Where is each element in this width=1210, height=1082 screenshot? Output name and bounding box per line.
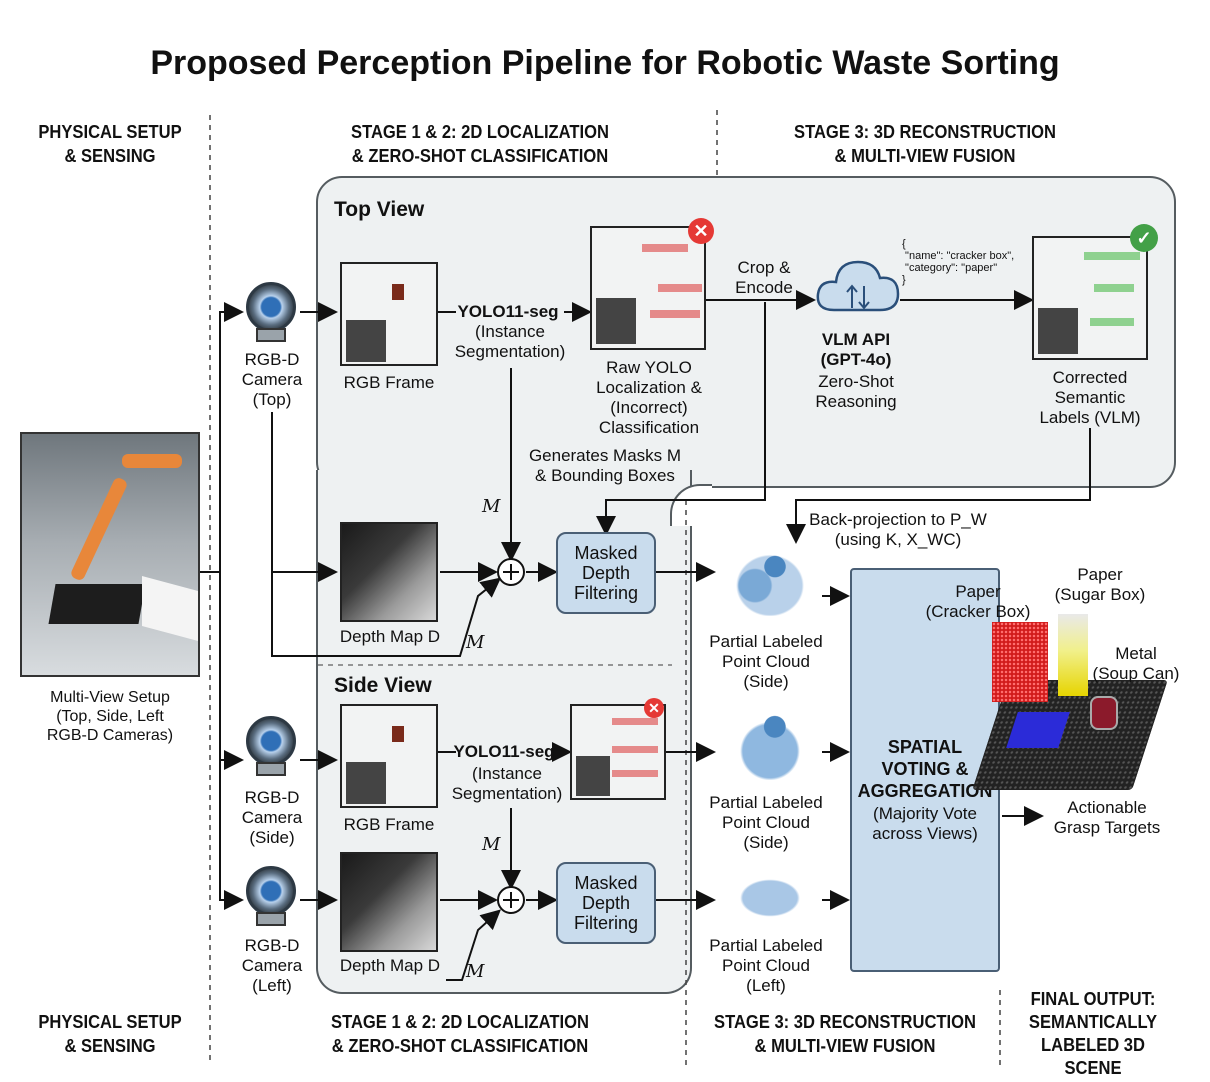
depth-map-top-label: Depth Map D	[339, 627, 441, 646]
incorrect-icon: ✕	[644, 698, 664, 718]
frame-object	[392, 726, 404, 742]
voting-box	[850, 568, 1000, 972]
rgb-frame-top	[340, 262, 438, 366]
label-metal-soup: Metal (Soup Can)	[1092, 644, 1180, 683]
m-label-side2: M	[466, 961, 485, 982]
vlm-title: VLM API (GPT-4o)	[820, 330, 892, 369]
masked-depth-top: Masked Depth Filtering	[556, 532, 656, 614]
bbox-label	[612, 770, 658, 777]
point-cloud-left	[722, 868, 818, 928]
rgb-frame-side-label: RGB Frame	[343, 815, 435, 834]
masked-depth-left: Masked Depth Filtering	[556, 862, 656, 944]
raw-yolo-side-frame	[570, 704, 666, 800]
grasp-targets-label: Actionable Grasp Targets	[1053, 798, 1161, 837]
frame-wall	[596, 298, 636, 344]
camera-icon	[246, 866, 296, 916]
frame-wall	[576, 756, 610, 796]
rgb-frame-top-label: RGB Frame	[343, 373, 435, 392]
column-header-stage12: STAGE 1 & 2: 2D LOCALIZATION & ZERO-SHOT…	[351, 122, 609, 166]
column-header-stage3: STAGE 3: 3D RECONSTRUCTION & MULTI-VIEW …	[794, 122, 1056, 166]
generates-masks-label: Generates Masks M & Bounding Boxes	[528, 446, 682, 485]
column-footer-stage12: STAGE 1 & 2: 2D LOCALIZATION & ZERO-SHOT…	[331, 1012, 589, 1056]
correct-icon: ✓	[1130, 224, 1158, 252]
camera-icon	[246, 716, 296, 766]
depth-map-left-label: Depth Map D	[339, 956, 441, 975]
m-label-side: M	[482, 834, 501, 855]
depth-map-left	[340, 852, 438, 952]
camera-base	[256, 912, 286, 926]
bin-shape	[48, 584, 146, 624]
point-cloud-side-label: Partial Labeled Point Cloud (Side)	[709, 793, 823, 852]
camera-left-label: RGB-D Camera (Left)	[241, 936, 303, 995]
multi-view-setup-image	[20, 432, 200, 677]
point-cloud-side	[722, 704, 818, 780]
bbox-label	[642, 244, 688, 252]
yolo-side-title: YOLO11-seg	[453, 742, 555, 761]
scene-cracker-box	[992, 622, 1048, 702]
frame-wall	[1038, 308, 1078, 354]
camera-left	[246, 866, 296, 932]
column-footer-stage3: STAGE 3: 3D RECONSTRUCTION & MULTI-VIEW …	[714, 1012, 976, 1056]
bbox-label	[1094, 284, 1134, 292]
backprojection-label: Back-projection to P_W (using K, X_WC)	[809, 510, 987, 549]
raw-yolo-frame	[590, 226, 706, 350]
top-view-title: Top View	[334, 198, 425, 221]
camera-side-label: RGB-D Camera (Side)	[241, 788, 303, 847]
robot-arm-shape	[69, 476, 129, 582]
bbox-label	[1090, 318, 1134, 326]
bbox-label	[1084, 252, 1140, 260]
label-paper-cracker: Paper (Cracker Box)	[925, 582, 1031, 621]
voting-title: SPATIAL VOTING & AGGREGATION	[857, 737, 993, 801]
yolo-side-sub: (Instance Segmentation)	[451, 764, 563, 803]
vlm-sub: Zero-Shot Reasoning	[815, 372, 897, 411]
table-shape	[142, 575, 198, 643]
robot-arm-upper	[122, 454, 182, 468]
camera-icon	[246, 282, 296, 332]
frame-object	[392, 284, 404, 300]
camera-side	[246, 716, 296, 782]
diagram-title: Proposed Perception Pipeline for Robotic…	[150, 44, 1060, 82]
column-footer-physical: PHYSICAL SETUP & SENSING	[38, 1012, 182, 1056]
point-cloud-top-label: Partial Labeled Point Cloud (Side)	[709, 632, 823, 691]
rgb-frame-side	[340, 704, 438, 808]
bbox-label	[612, 746, 658, 753]
yolo-top-title: YOLO11-seg	[457, 302, 559, 321]
cloud-icon	[816, 260, 900, 312]
yolo-top-sub: (Instance Segmentation)	[454, 322, 566, 361]
bbox-label	[650, 310, 700, 318]
camera-base	[256, 762, 286, 776]
column-footer-final: FINAL OUTPUT: SEMANTICALLY LABELED 3D SC…	[1028, 989, 1158, 1078]
corrected-frame	[1032, 236, 1148, 360]
point-cloud-top	[720, 540, 820, 616]
json-snippet: { "name": "cracker box", "category": "pa…	[902, 238, 1015, 286]
bbox-label	[658, 284, 702, 292]
column-header-physical: PHYSICAL SETUP & SENSING	[38, 122, 182, 166]
bbox-label	[612, 718, 658, 725]
camera-top-label: RGB-D Camera (Top)	[241, 350, 303, 409]
side-view-title: Side View	[334, 674, 432, 697]
voting-sub: (Majority Vote across Views)	[872, 804, 978, 843]
label-paper-sugar: Paper (Sugar Box)	[1054, 565, 1146, 604]
camera-top	[246, 282, 296, 348]
scene-soup-can	[1090, 696, 1118, 730]
frame-wall	[346, 320, 386, 362]
panel-join	[318, 470, 674, 486]
corrected-label: Corrected Semantic Labels (VLM)	[1039, 368, 1141, 427]
frame-wall	[346, 762, 386, 804]
setup-caption: Multi-View Setup (Top, Side, Left RGB-D …	[46, 689, 174, 744]
m-label-top2: M	[466, 632, 485, 653]
depth-map-top	[340, 522, 438, 622]
crop-encode-label: Crop & Encode	[735, 258, 793, 297]
incorrect-icon: ✕	[688, 218, 714, 244]
camera-base	[256, 328, 286, 342]
scene-sugar-box	[1058, 614, 1088, 696]
m-label-top: M	[482, 496, 501, 517]
point-cloud-left-label: Partial Labeled Point Cloud (Left)	[709, 936, 823, 995]
raw-yolo-label: Raw YOLO Localization & (Incorrect) Clas…	[596, 358, 702, 437]
